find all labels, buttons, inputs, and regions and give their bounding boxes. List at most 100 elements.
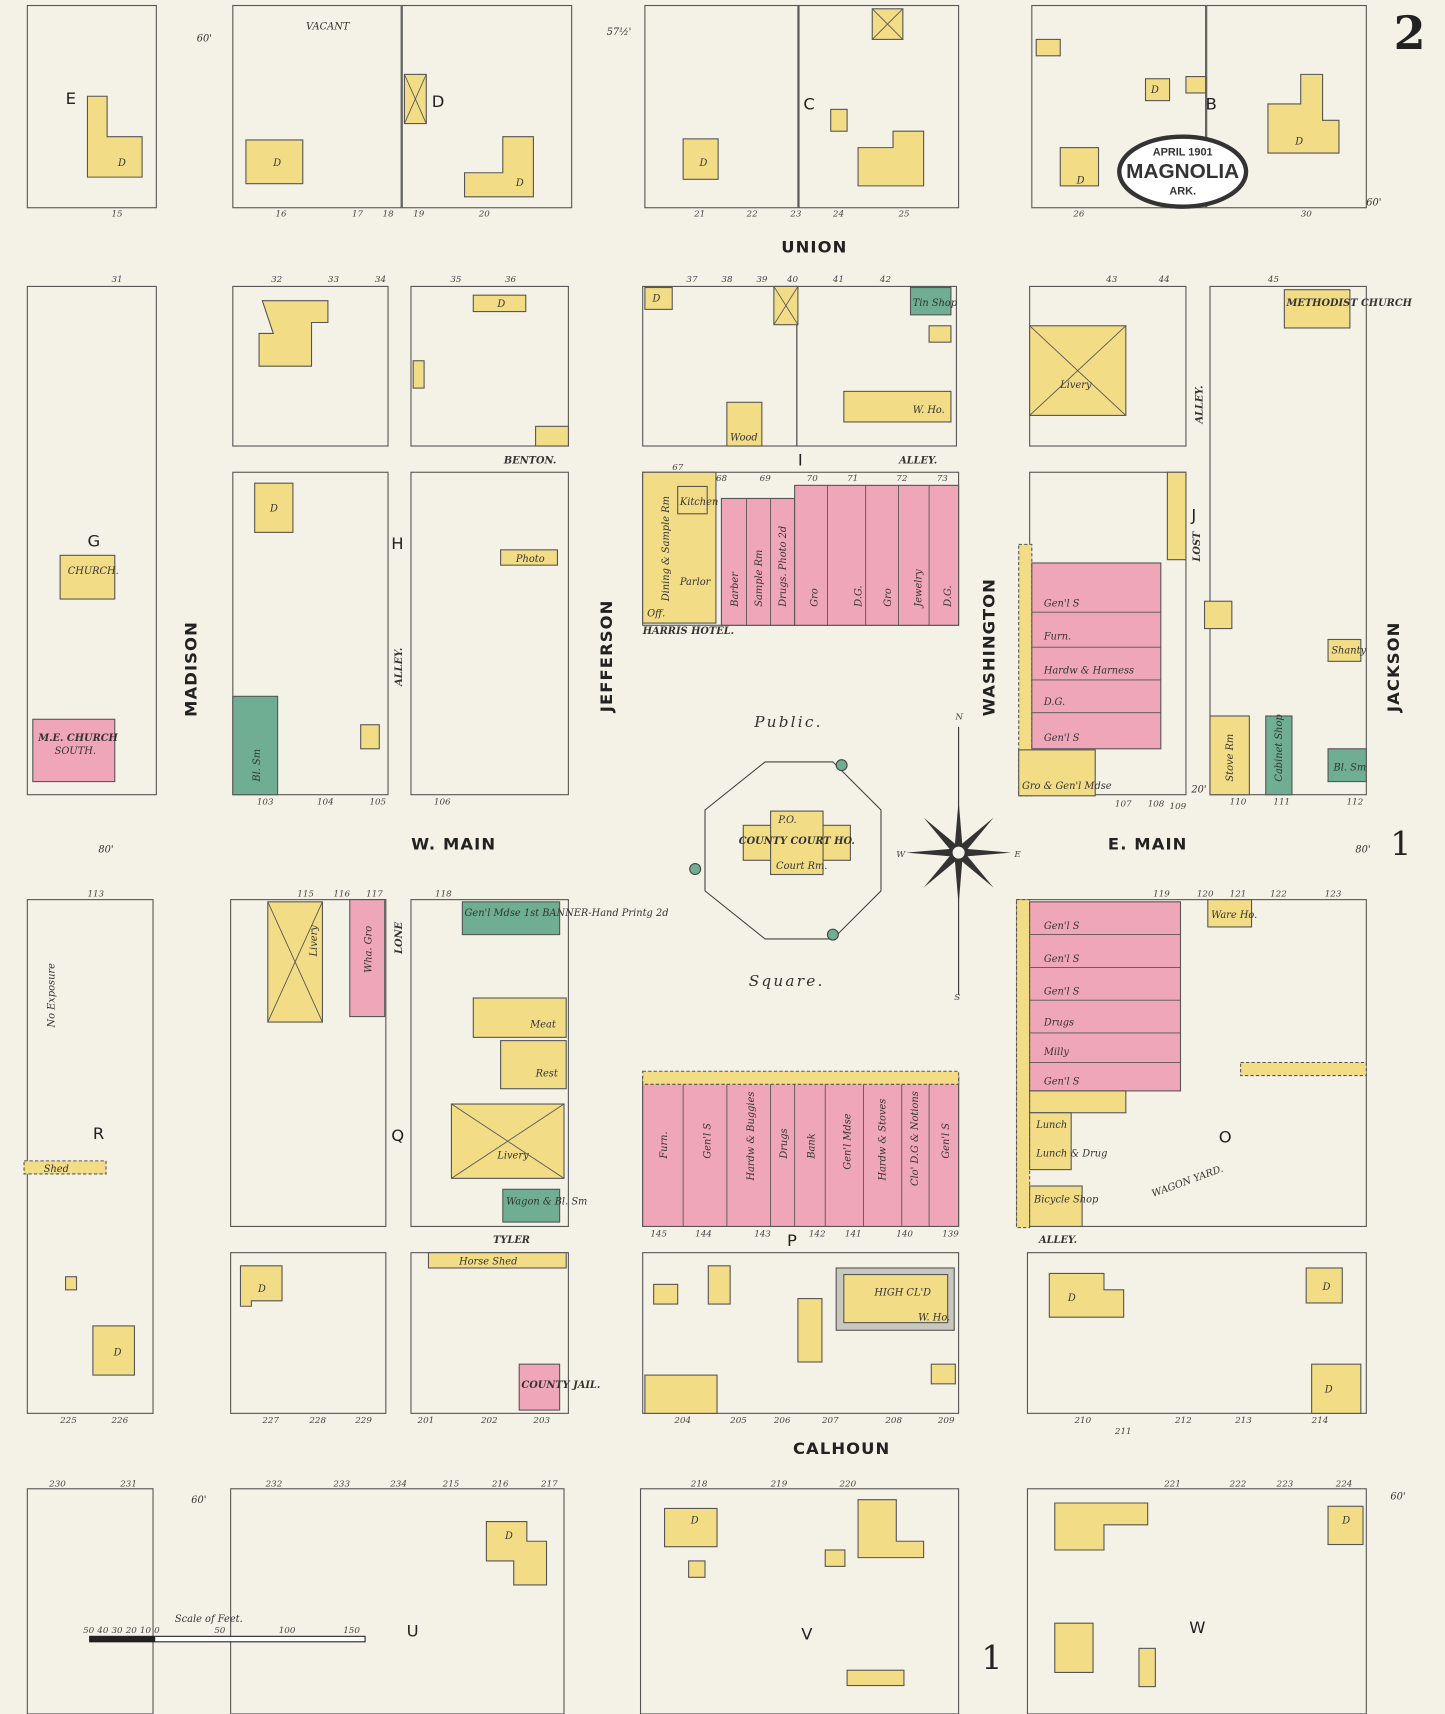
- title-date: APRIL 1901: [1153, 146, 1213, 158]
- svg-text:Gen'l S: Gen'l S: [1044, 954, 1080, 965]
- street-jefferson: JEFFERSON: [597, 600, 616, 714]
- svg-text:D: D: [432, 92, 445, 111]
- svg-text:36: 36: [505, 275, 517, 285]
- svg-text:205: 205: [729, 1416, 747, 1426]
- commercial-row-block-p: Furn. Gen'l S Hardw & Buggies Drugs Bank…: [642, 1070, 960, 1227]
- svg-text:D.G.: D.G.: [943, 585, 954, 607]
- svg-text:201: 201: [417, 1416, 435, 1426]
- svg-text:Gen'l Mdse 1st BANNER-Hand Pri: Gen'l Mdse 1st BANNER-Hand Printg 2d: [465, 908, 669, 919]
- svg-text:Livery: Livery: [496, 1151, 529, 1162]
- svg-text:R: R: [93, 1124, 104, 1143]
- svg-text:Tin Shop: Tin Shop: [913, 298, 958, 309]
- public-square: Public. Square. P.O. COUNTY COURT HO. Co…: [689, 713, 882, 990]
- svg-text:D: D: [699, 158, 708, 169]
- street-e-main: E. MAIN: [1108, 834, 1188, 853]
- svg-text:W: W: [896, 850, 906, 860]
- street-width: 20': [1190, 785, 1206, 796]
- street-width: 60': [1390, 1492, 1405, 1503]
- svg-text:Wagon & Bl. Sm: Wagon & Bl. Sm: [506, 1197, 587, 1208]
- svg-text:67: 67: [672, 463, 684, 473]
- svg-text:227: 227: [261, 1416, 279, 1426]
- svg-text:V: V: [801, 1625, 813, 1644]
- street-lost: LOST: [1192, 531, 1203, 563]
- svg-text:113: 113: [87, 889, 104, 899]
- svg-text:50: 50: [83, 1626, 95, 1636]
- svg-text:220: 220: [838, 1480, 856, 1490]
- street-w-main: W. MAIN: [411, 834, 496, 853]
- svg-text:214: 214: [1311, 1416, 1329, 1426]
- svg-text:D: D: [496, 299, 505, 310]
- blacksmith: Bl. Sm: [1327, 748, 1367, 783]
- svg-text:D: D: [113, 1347, 122, 1358]
- svg-text:E: E: [66, 89, 76, 108]
- svg-text:D: D: [1076, 176, 1085, 187]
- street-washington: WASHINGTON: [980, 578, 999, 716]
- svg-text:D: D: [272, 158, 281, 169]
- svg-text:69: 69: [760, 474, 772, 484]
- svg-text:219: 219: [770, 1480, 788, 1490]
- svg-text:COUNTY COURT HO.: COUNTY COURT HO.: [739, 836, 855, 847]
- svg-text:202: 202: [480, 1416, 498, 1426]
- street-madison: MADISON: [182, 621, 201, 717]
- svg-text:21: 21: [693, 209, 705, 219]
- svg-text:W. Ho.: W. Ho.: [913, 405, 945, 416]
- svg-text:10: 10: [140, 1626, 152, 1636]
- svg-text:Hardw & Stoves: Hardw & Stoves: [877, 1099, 888, 1182]
- alley-label: ALLEY.: [1194, 385, 1205, 424]
- svg-text:Shanty: Shanty: [1331, 646, 1366, 657]
- svg-text:217: 217: [540, 1480, 558, 1490]
- svg-text:Furn.: Furn.: [1043, 631, 1071, 642]
- svg-text:Bl. Sm: Bl. Sm: [252, 749, 263, 783]
- svg-text:144: 144: [695, 1229, 712, 1239]
- street-width: 60': [1366, 198, 1381, 209]
- street-tyler: TYLER: [493, 1235, 530, 1246]
- square-label-square: Square.: [749, 972, 825, 990]
- title-city: MAGNOLIA: [1126, 160, 1239, 183]
- svg-text:142: 142: [809, 1229, 826, 1239]
- svg-text:18: 18: [383, 209, 395, 219]
- svg-text:103: 103: [257, 798, 274, 808]
- svg-text:30: 30: [1301, 209, 1313, 219]
- svg-text:73: 73: [937, 474, 949, 484]
- svg-text:D: D: [652, 294, 661, 305]
- svg-text:Gen'l S: Gen'l S: [702, 1123, 713, 1159]
- cabinet-shop: Cabinet Shop: [1265, 714, 1293, 796]
- svg-text:68: 68: [716, 474, 728, 484]
- svg-text:Drugs. Photo 2d: Drugs. Photo 2d: [778, 526, 789, 608]
- svg-text:105: 105: [369, 798, 386, 808]
- svg-text:110: 110: [1230, 798, 1247, 808]
- svg-text:233: 233: [332, 1480, 350, 1490]
- adjoining-sheet: 1: [1390, 825, 1411, 863]
- alley-label: ALLEY.: [898, 456, 937, 467]
- svg-text:112: 112: [1347, 798, 1364, 808]
- svg-text:139: 139: [942, 1229, 959, 1239]
- banner-printing: Gen'l Mdse 1st BANNER-Hand Printg 2d: [461, 901, 669, 936]
- title-state: ARK.: [1169, 186, 1196, 198]
- svg-text:COUNTY JAIL.: COUNTY JAIL.: [521, 1380, 600, 1391]
- svg-text:209: 209: [937, 1416, 955, 1426]
- svg-text:Bank: Bank: [806, 1133, 817, 1159]
- svg-text:G: G: [87, 532, 100, 551]
- svg-text:70: 70: [807, 474, 819, 484]
- svg-text:23: 23: [789, 209, 802, 219]
- svg-text:24: 24: [832, 209, 844, 219]
- svg-text:Lunch: Lunch: [1035, 1120, 1067, 1131]
- svg-text:116: 116: [333, 889, 350, 899]
- svg-text:26: 26: [1072, 209, 1085, 219]
- svg-text:W. Ho.: W. Ho.: [918, 1312, 950, 1323]
- svg-text:50: 50: [214, 1626, 226, 1636]
- svg-text:107: 107: [1115, 800, 1132, 810]
- svg-text:212: 212: [1174, 1416, 1192, 1426]
- svg-text:120: 120: [1197, 889, 1214, 899]
- svg-text:Livery: Livery: [1059, 380, 1092, 391]
- svg-text:40: 40: [786, 275, 799, 285]
- svg-text:225: 225: [59, 1416, 77, 1426]
- svg-text:108: 108: [1148, 800, 1165, 810]
- dwellings: D D D D D D D D D D D D D D D D D D: [65, 38, 1364, 1688]
- street-union: UNION: [781, 238, 847, 257]
- svg-text:D: D: [1341, 1516, 1350, 1527]
- street-width: 57½': [607, 27, 632, 38]
